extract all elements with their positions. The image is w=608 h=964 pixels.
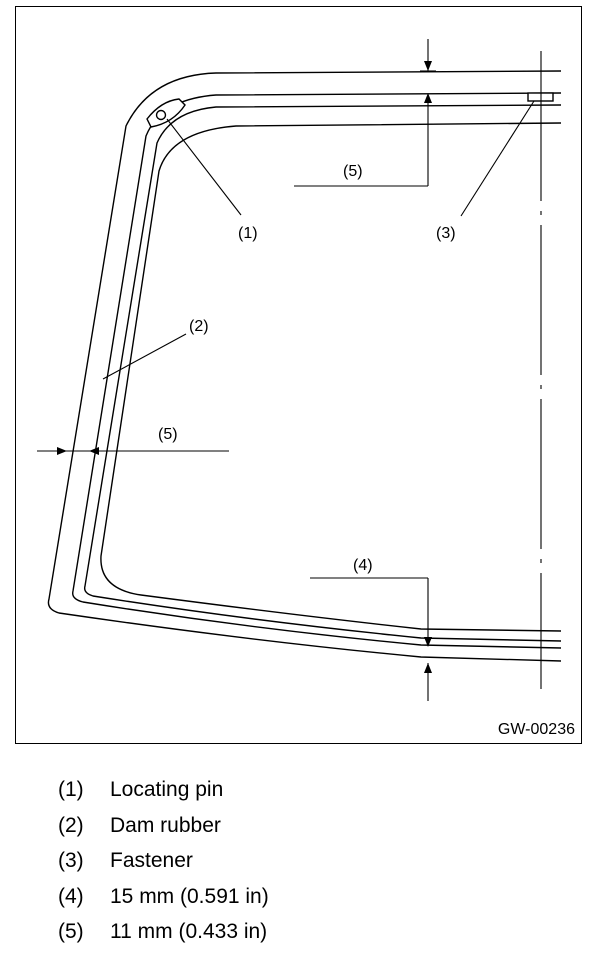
callout-2: (2)	[189, 318, 209, 335]
leader-3	[460, 100, 535, 217]
legend-item: (3) Fastener	[58, 846, 269, 882]
legend-number: (3)	[58, 849, 84, 872]
callout-5-top: (5)	[343, 163, 363, 180]
legend-text: 15 mm (0.591 in)	[110, 884, 269, 908]
dim4-arrowhead-lower	[424, 663, 432, 673]
leader-2	[102, 333, 187, 380]
windshield-diagram: (5) (1) (3) (2) (5) (4)	[37, 39, 562, 701]
dim5-side-arrowhead-right	[89, 447, 99, 455]
callout-4: (4)	[353, 557, 373, 574]
callout-5-side: (5)	[158, 426, 178, 443]
legend-text: 11 mm (0.433 in)	[110, 920, 268, 943]
legend-text: Dam rubber	[110, 813, 221, 837]
dim4-arrowhead-upper	[424, 637, 432, 647]
legend-item: (1) Locating pin	[58, 775, 269, 811]
legend-number: (1)	[58, 778, 84, 801]
dim5-top-arrowhead-upper	[424, 61, 432, 71]
callout-3: (3)	[436, 225, 456, 242]
legend-item: (4) 15 mm (0.591 in)	[58, 882, 269, 918]
dam-rubber-outer	[72, 92, 562, 649]
figure-frame: (5) (1) (3) (2) (5) (4) GW-00236	[15, 6, 582, 744]
legend-number: (4)	[58, 884, 84, 908]
legend-text: Fastener	[110, 849, 193, 872]
legend-number: (2)	[58, 813, 84, 837]
legend-number: (5)	[58, 920, 84, 943]
legend-item: (5) 11 mm (0.433 in)	[58, 917, 269, 953]
figure-id: GW-00236	[497, 721, 575, 738]
legend: (1) Locating pin (2) Dam rubber (3) Fastene…	[58, 775, 269, 953]
leader-1	[166, 118, 242, 216]
dam-rubber-inner	[83, 104, 562, 642]
legend-item: (2) Dam rubber	[58, 811, 269, 847]
dim5-top-arrowhead-lower	[424, 93, 432, 103]
window-opening	[100, 122, 562, 632]
legend-text: Locating pin	[110, 778, 224, 801]
locating-pin-hole	[155, 109, 167, 121]
callout-1: (1)	[238, 225, 258, 242]
glass-outer-edge	[47, 70, 562, 662]
locating-pin	[146, 98, 186, 128]
dim5-side-arrowhead-left	[57, 447, 67, 455]
